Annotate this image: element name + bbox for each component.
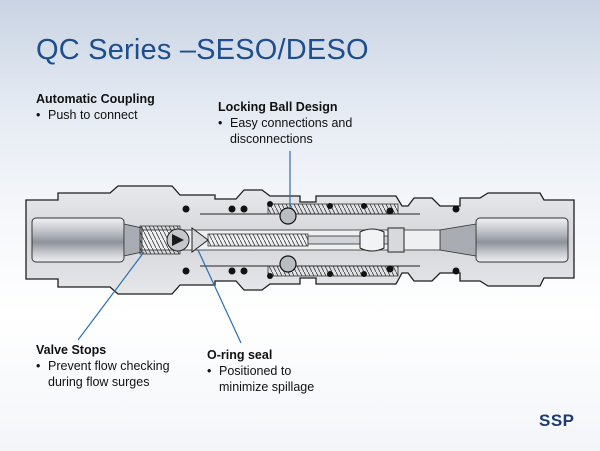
callout-bullet: • Easy connections and disconnections	[218, 115, 352, 147]
bullet-text: Positioned to minimize spillage	[219, 364, 315, 394]
bullet-text: Push to connect	[48, 108, 138, 122]
bullet-text: Prevent flow checking during flow surges	[48, 359, 170, 389]
bullet-icon: •	[36, 359, 41, 373]
callout-oring-seal: O-ring seal • Positioned to minimize spi…	[207, 347, 314, 395]
bullet-icon: •	[218, 116, 223, 130]
callout-heading: Valve Stops	[36, 343, 107, 357]
callout-valve-stops: Valve Stops • Prevent flow checking duri…	[36, 342, 170, 390]
leader-line-oring-seal	[197, 249, 242, 344]
locking-ball-top	[279, 207, 297, 225]
callout-bullet: • Prevent flow checking during flow surg…	[36, 358, 170, 390]
o-rings	[182, 201, 460, 279]
bullet-icon: •	[207, 364, 212, 378]
company-logo: SSP	[539, 411, 575, 430]
callout-heading: O-ring seal	[207, 348, 273, 362]
callout-locking-ball: Locking Ball Design • Easy connections a…	[218, 99, 352, 147]
callout-heading: Automatic Coupling	[36, 92, 155, 106]
bullet-text: Easy connections and disconnections	[230, 116, 353, 146]
page-title: QC Series –SESO/DESO	[36, 34, 369, 66]
callout-heading: Locking Ball Design	[218, 100, 338, 114]
callout-bullet: • Push to connect	[36, 107, 155, 123]
callout-bullet: • Positioned to minimize spillage	[207, 363, 314, 395]
leader-line-valve-stops	[77, 251, 145, 341]
callout-automatic-coupling: Automatic Coupling • Push to connect	[36, 91, 155, 123]
locking-ball-bottom	[279, 255, 297, 273]
bullet-icon: •	[36, 108, 41, 122]
